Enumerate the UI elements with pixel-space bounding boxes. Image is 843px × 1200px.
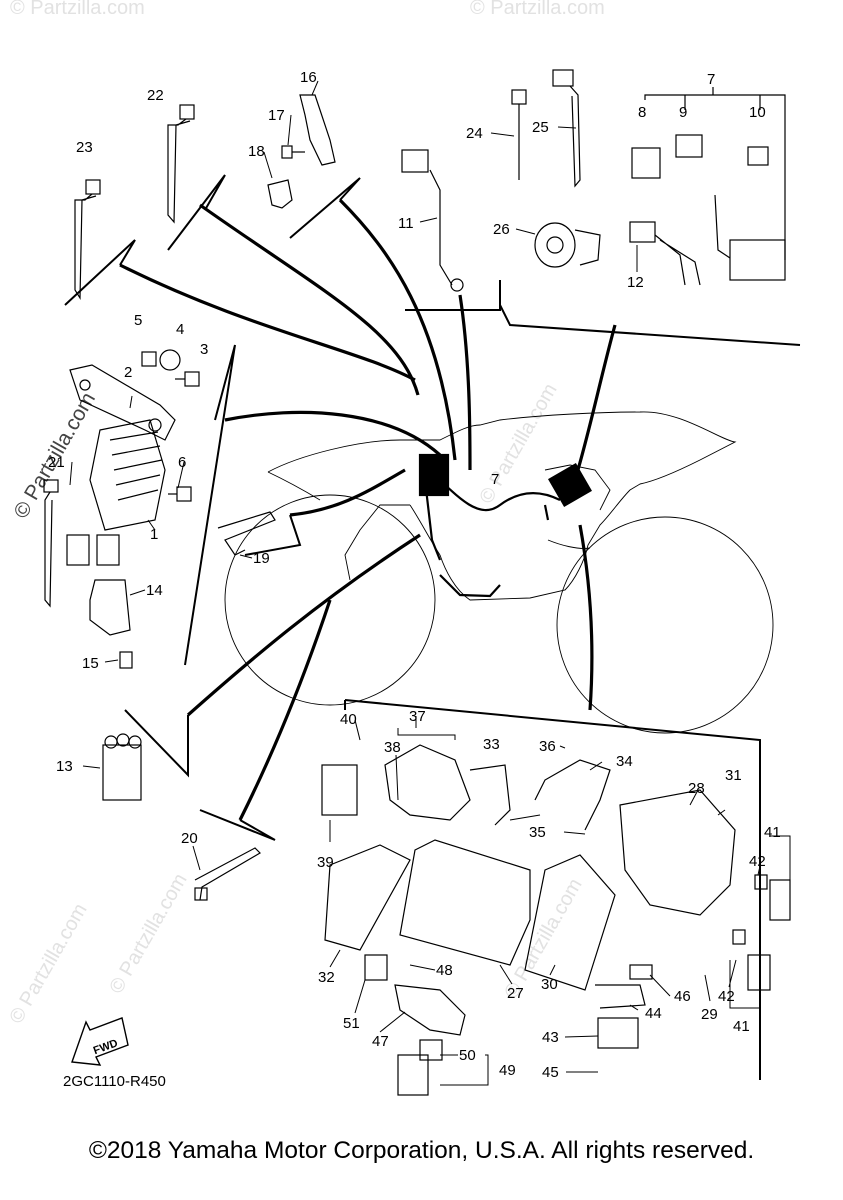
watermark: © Partzilla.com <box>470 0 605 19</box>
part-label-17[interactable]: 17 <box>268 107 285 124</box>
relay-13 <box>102 733 142 801</box>
cable-tie-24 <box>511 89 527 180</box>
bolt-17 <box>281 145 305 159</box>
part-label-3[interactable]: 3 <box>200 341 208 358</box>
leader-lines <box>119 198 617 821</box>
part-label-46[interactable]: 46 <box>674 988 691 1005</box>
lower-parts <box>321 744 791 1096</box>
part-label-49[interactable]: 49 <box>499 1062 516 1079</box>
part-label-38[interactable]: 38 <box>384 739 401 756</box>
cable-tie-21 <box>43 479 59 608</box>
part-label-9[interactable]: 9 <box>679 104 687 121</box>
part-label-5[interactable]: 5 <box>134 312 142 329</box>
part-label-42a[interactable]: 42 <box>749 853 766 870</box>
cable-tie-22 <box>167 104 195 224</box>
part-label-30[interactable]: 30 <box>541 976 558 993</box>
part-label-50[interactable]: 50 <box>459 1047 476 1064</box>
part-label-2[interactable]: 2 <box>124 364 132 381</box>
watermark: © Partzilla.com <box>475 380 561 508</box>
part-label-10[interactable]: 10 <box>749 104 766 121</box>
part-label-32[interactable]: 32 <box>318 969 335 986</box>
part-label-51[interactable]: 51 <box>343 1015 360 1032</box>
part-label-15[interactable]: 15 <box>82 655 99 672</box>
part-label-20[interactable]: 20 <box>181 830 198 847</box>
diagram-code: 2GC1110-R450 <box>63 1073 166 1090</box>
cable-tie-25 <box>552 69 581 188</box>
part-label-4[interactable]: 4 <box>176 321 184 338</box>
part-label-35[interactable]: 35 <box>529 824 546 841</box>
cable-tie-23 <box>74 179 101 301</box>
part-label-14[interactable]: 14 <box>146 582 163 599</box>
harness-on-bike <box>418 453 592 598</box>
grommet-4 <box>159 349 181 371</box>
part-label-16[interactable]: 16 <box>300 69 317 86</box>
part-label-25[interactable]: 25 <box>532 119 549 136</box>
part-label-40[interactable]: 40 <box>340 711 357 728</box>
part-label-41b[interactable]: 41 <box>733 1018 750 1035</box>
bolt-6 <box>168 486 192 502</box>
part-label-11[interactable]: 11 <box>398 215 414 232</box>
bracket-2 <box>69 364 176 441</box>
bracket-16 <box>299 94 336 166</box>
part-label-26[interactable]: 26 <box>493 221 510 238</box>
part-label-24[interactable]: 24 <box>466 125 483 142</box>
part-label-23[interactable]: 23 <box>76 139 93 156</box>
part-label-39[interactable]: 39 <box>317 854 334 871</box>
part-label-37[interactable]: 37 <box>409 708 426 725</box>
regulator-1 <box>66 419 166 566</box>
part-label-28[interactable]: 28 <box>688 780 705 797</box>
clamp-20 <box>194 847 261 901</box>
clamp-18 <box>267 179 293 209</box>
watermark: © Partzilla.com <box>5 900 91 1028</box>
part-label-41a[interactable]: 41 <box>764 824 781 841</box>
part-label-33[interactable]: 33 <box>483 736 500 753</box>
part-label-31[interactable]: 31 <box>725 767 742 784</box>
label-leaders <box>69 80 791 1086</box>
part-label-43[interactable]: 43 <box>542 1029 559 1046</box>
part-label-8[interactable]: 8 <box>638 104 646 121</box>
bracket-14 <box>89 579 131 636</box>
part-label-22[interactable]: 22 <box>147 87 164 104</box>
part-label-18[interactable]: 18 <box>248 143 265 160</box>
part-labels: 16 17 18 22 23 24 25 7 8 9 10 11 26 12 5… <box>48 69 781 1081</box>
part-label-21[interactable]: 21 <box>48 454 65 471</box>
bolt-3 <box>175 371 200 387</box>
part-label-48[interactable]: 48 <box>436 962 453 979</box>
part-label-29[interactable]: 29 <box>701 1006 718 1023</box>
part-label-12[interactable]: 12 <box>627 274 644 291</box>
part-label-7a[interactable]: 7 <box>707 71 715 88</box>
collar-5 <box>141 351 157 367</box>
horn-26 <box>534 222 601 268</box>
bolt-15 <box>119 651 133 669</box>
lead-11 <box>401 149 464 292</box>
part-label-7b[interactable]: 7 <box>491 471 499 488</box>
part-label-13[interactable]: 13 <box>56 758 73 775</box>
part-label-36[interactable]: 36 <box>539 738 556 755</box>
part-label-45[interactable]: 45 <box>542 1064 559 1081</box>
clamp-19 <box>217 511 276 556</box>
watermark: © Partzilla.com <box>105 870 191 998</box>
fwd-arrow-icon: FWD <box>71 1017 129 1066</box>
watermark: © Partzilla.com <box>10 0 145 19</box>
part-label-1[interactable]: 1 <box>150 526 158 543</box>
part-label-42b[interactable]: 42 <box>718 988 735 1005</box>
part-label-6[interactable]: 6 <box>178 454 186 471</box>
relays-7 <box>629 87 786 286</box>
group-frames <box>64 174 801 1080</box>
part-label-44[interactable]: 44 <box>645 1005 662 1022</box>
part-label-34[interactable]: 34 <box>616 753 633 770</box>
part-label-47[interactable]: 47 <box>372 1033 389 1050</box>
part-label-27[interactable]: 27 <box>507 985 524 1002</box>
part-label-19[interactable]: 19 <box>253 550 270 567</box>
copyright-text: ©2018 Yamaha Motor Corporation, U.S.A. A… <box>88 1137 755 1164</box>
